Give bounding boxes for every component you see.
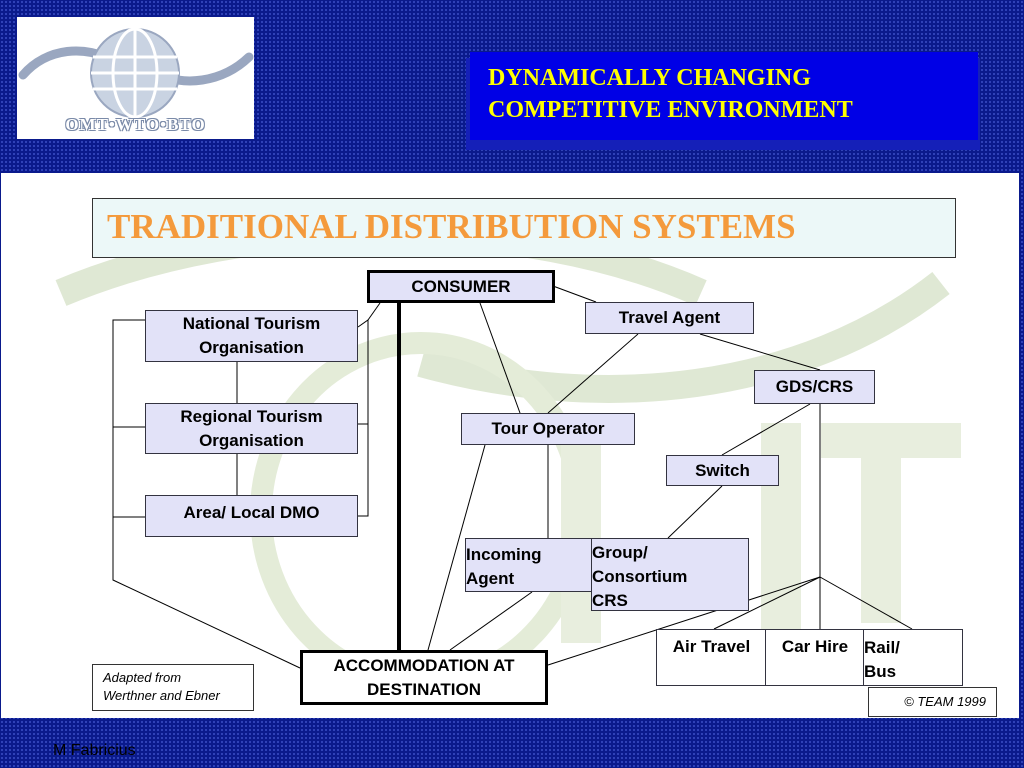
node-group-label-3: CRS [592,590,628,610]
node-area-label: Area/ Local DMO [183,503,320,522]
node-gds-label: GDS/CRS [775,377,854,396]
node-rail-bus: Rail/ Bus [863,629,963,686]
author-footer: M Fabricius [53,742,136,759]
node-area-local-dmo: Area/ Local DMO [145,495,358,537]
node-national-label-1: National Tourism [182,314,321,333]
source-note-line-1: Adapted from [103,670,182,685]
node-accommodation-label-1: ACCOMMODATION AT [333,655,515,675]
node-travel-agent: Travel Agent [585,302,754,334]
logo-text: OMT•WTO•BTO [65,115,206,134]
node-switch-label: Switch [695,460,750,480]
node-group-label-2: Consortium [592,566,688,586]
node-air-travel-label: Air Travel [672,637,751,656]
slide-title-line-1: DYNAMICALLY CHANGING [488,65,811,91]
globe-logo-icon [18,27,254,119]
node-tour-operator: Tour Operator [461,413,635,445]
node-rail-label-2: Bus [864,662,897,681]
source-note-line-2: Werthner and Ebner [103,688,220,703]
node-gds-crs: GDS/CRS [754,370,875,404]
node-consumer: CONSUMER [367,270,555,303]
node-car-hire: Car Hire [765,629,865,686]
node-car-hire-label: Car Hire [781,637,849,656]
copyright-note: © TEAM 1999 [868,687,997,717]
diagram-heading-text: TRADITIONAL DISTRIBUTION SYSTEMS [107,207,796,246]
copyright-note-text: © TEAM 1999 [904,694,986,709]
source-note: Adapted from Werthner and Ebner [92,664,254,711]
slide-title: DYNAMICALLY CHANGING COMPETITIVE ENVIRON… [470,52,978,140]
node-regional-tourism-organisation: Regional Tourism Organisation [145,403,358,454]
node-group-consortium-crs: Group/ Consortium CRS [591,538,749,611]
node-rail-label-1: Rail/ [864,638,900,657]
diagram-heading: TRADITIONAL DISTRIBUTION SYSTEMS [92,198,956,258]
node-national-tourism-organisation: National Tourism Organisation [145,310,358,362]
node-incoming-agent: Incoming Agent [465,538,597,592]
node-regional-label-2: Organisation [199,430,304,450]
node-national-label-2: Organisation [199,338,304,357]
node-incoming-label-2: Agent [466,569,515,588]
slide-title-line-2: COMPETITIVE ENVIRONMENT [488,97,853,123]
node-tour-operator-label: Tour Operator [491,419,605,438]
node-accommodation-label-2: DESTINATION [367,679,481,699]
node-travel-agent-label: Travel Agent [618,308,721,327]
node-regional-label-1: Regional Tourism [180,406,323,426]
node-group-label-1: Group/ [592,542,648,562]
node-incoming-label-1: Incoming [466,545,542,564]
wto-logo: OMT•WTO•BTO [17,17,254,139]
node-switch: Switch [666,455,779,486]
node-accommodation-at-destination: ACCOMMODATION AT DESTINATION [300,650,548,705]
node-consumer-label: CONSUMER [411,276,511,296]
node-air-travel: Air Travel [656,629,767,686]
